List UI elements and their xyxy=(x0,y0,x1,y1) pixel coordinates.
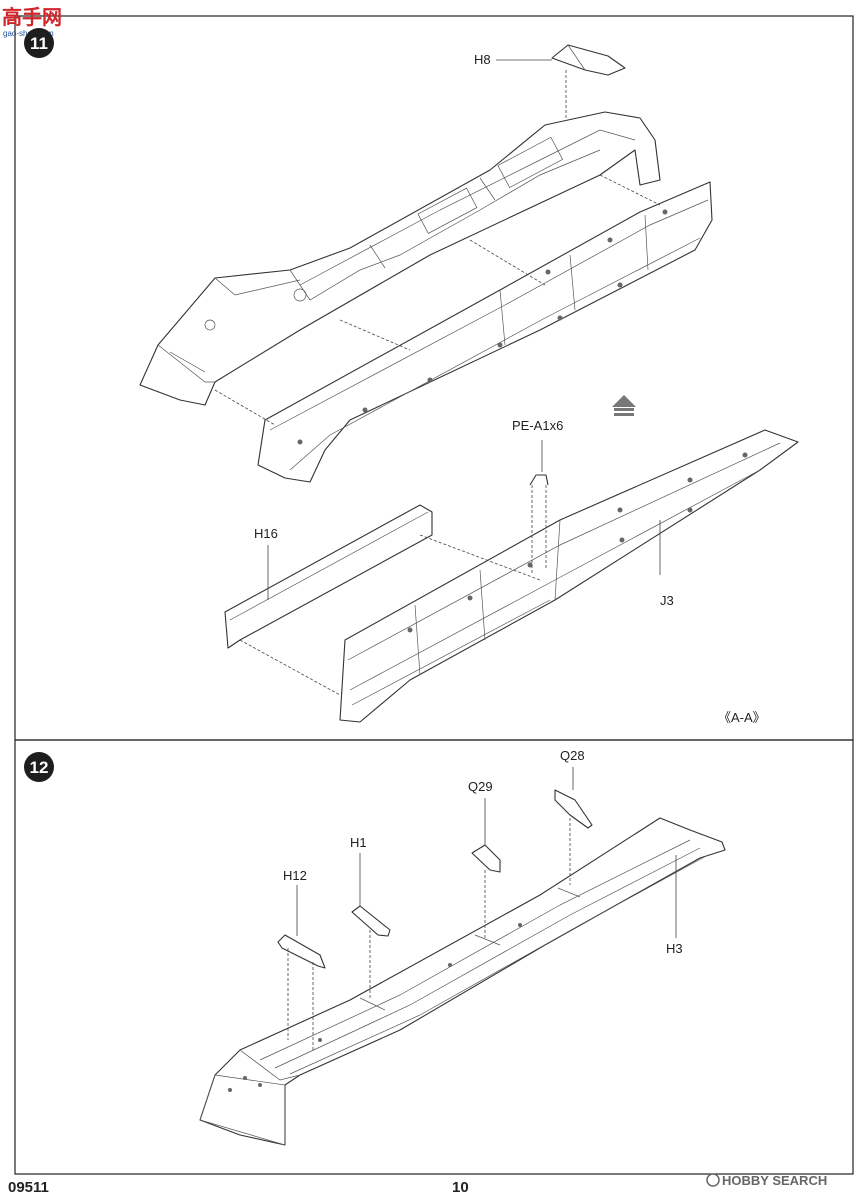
step12-badge: 12 xyxy=(24,752,54,782)
guide-h16-j3 xyxy=(239,639,341,696)
upper-hull-body xyxy=(139,111,661,406)
label-h12: H12 xyxy=(283,868,307,883)
label-h8: H8 xyxy=(474,52,491,67)
step12-frame xyxy=(14,739,854,1175)
hobby-search-watermark: HOBBY SEARCH xyxy=(706,1173,827,1188)
step11-badge: 11 xyxy=(24,28,54,58)
step11-number: 11 xyxy=(30,34,48,53)
label-q28: Q28 xyxy=(560,748,585,763)
part-h12 xyxy=(277,934,326,969)
part-h8 xyxy=(551,44,626,76)
part-h1 xyxy=(351,905,391,937)
part-j3 xyxy=(339,429,799,723)
part-q28 xyxy=(554,789,593,829)
watermark-logo-text: 高手网 xyxy=(2,5,62,29)
step12-assembly xyxy=(199,767,726,1146)
step12-number: 12 xyxy=(30,758,49,777)
step11-assembly xyxy=(139,44,799,723)
side-panel-upper xyxy=(257,181,713,483)
label-h16: H16 xyxy=(254,526,278,541)
page-number: 10 xyxy=(452,1179,469,1196)
direction-arrow-icon xyxy=(612,395,636,416)
label-h1: H1 xyxy=(350,835,367,850)
label-view-aa: 《A-A》 xyxy=(718,710,766,725)
watermark-brand: HOBBY SEARCH xyxy=(722,1173,827,1188)
label-pe-a1: PE-A1x6 xyxy=(512,418,563,433)
label-q29: Q29 xyxy=(468,779,493,794)
label-j3: J3 xyxy=(660,593,674,608)
part-h16 xyxy=(224,504,433,649)
part-pe-a1 xyxy=(529,474,549,575)
label-h3: H3 xyxy=(666,941,683,956)
hobby-search-logo-icon xyxy=(706,1173,720,1187)
kit-code: 09511 xyxy=(8,1179,49,1196)
guide-h16-j3-b xyxy=(419,534,541,581)
part-q29 xyxy=(471,844,501,873)
guide-lines-upper xyxy=(214,174,661,426)
part-h3 xyxy=(199,817,726,1146)
